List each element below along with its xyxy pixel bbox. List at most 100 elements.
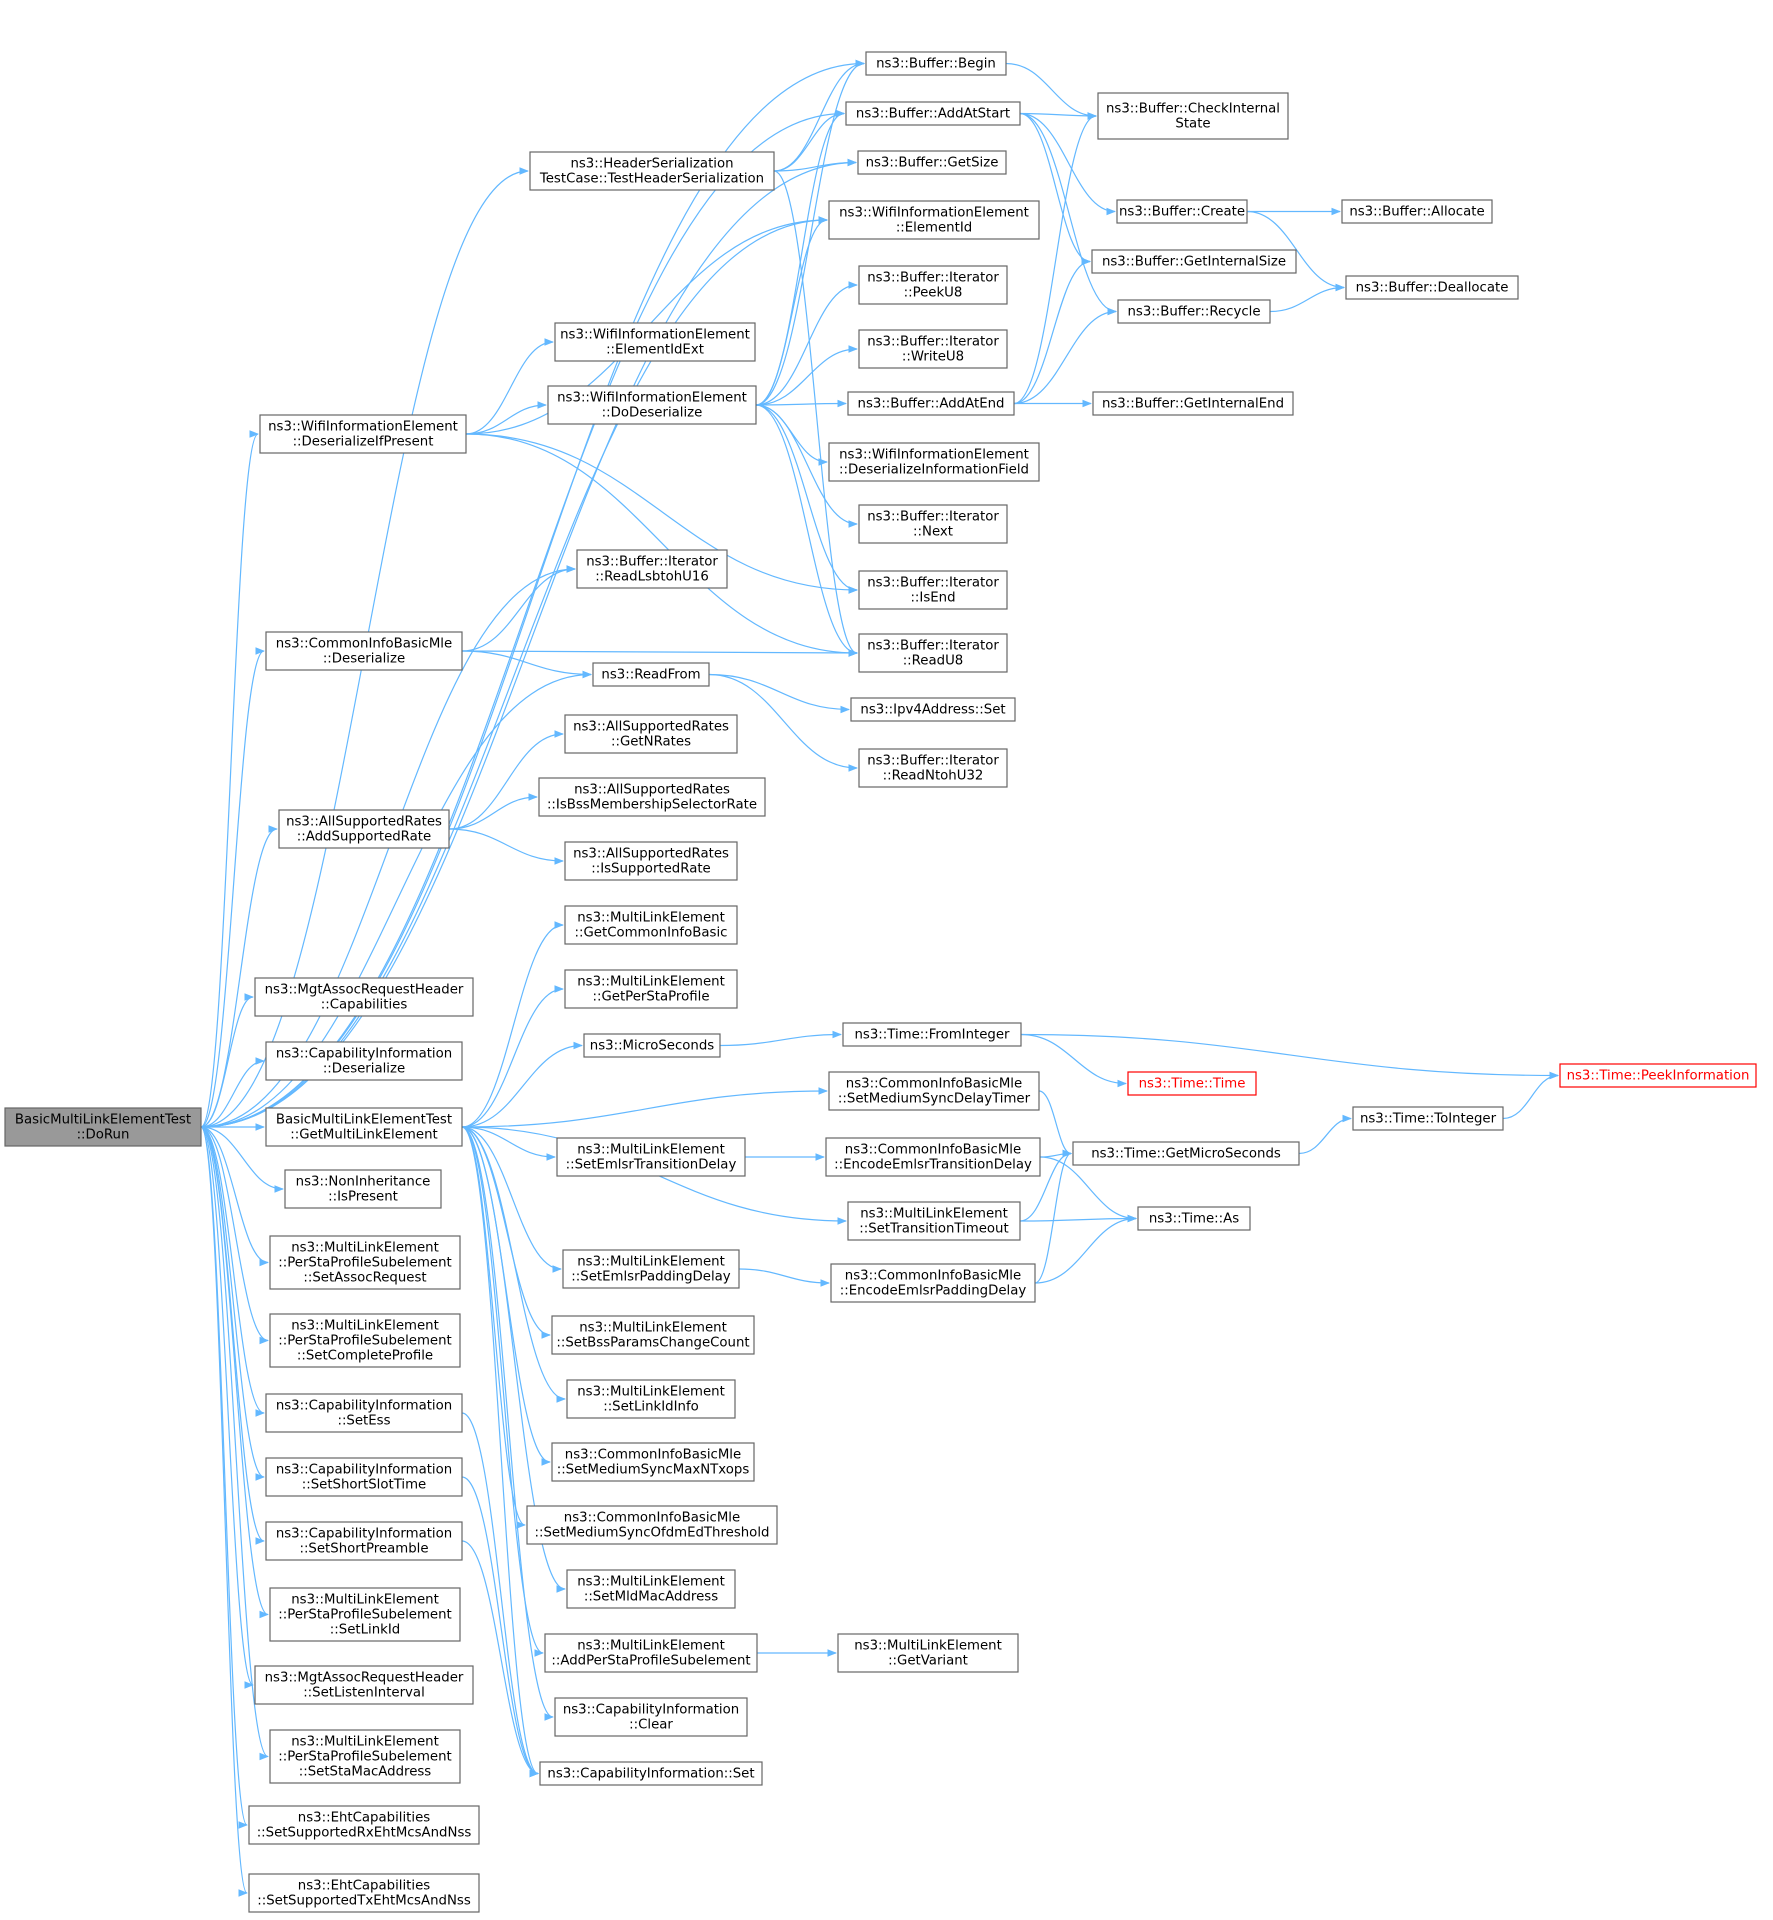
node-label: ::ElementIdExt xyxy=(606,343,704,358)
node-label: ::SetLinkId xyxy=(330,1623,400,1638)
node-setmsmax[interactable]: ns3::CommonInfoBasicMle::SetMediumSyncMa… xyxy=(551,1442,755,1482)
node-mgtcap[interactable]: ns3::MgtAssocRequestHeader::Capabilities xyxy=(254,977,474,1017)
node-setassocreq[interactable]: ns3::MultiLinkElement::PerStaProfileSube… xyxy=(269,1235,461,1290)
node-setlinkid[interactable]: ns3::MultiLinkElement::PerStaProfileSube… xyxy=(269,1587,461,1642)
node-noninh[interactable]: ns3::NonInheritance::IsPresent xyxy=(284,1169,442,1209)
node-capdeser[interactable]: ns3::CapabilityInformation::Deserialize xyxy=(265,1041,463,1081)
node-label: ::SetShortSlotTime xyxy=(302,1478,427,1493)
node-readu8[interactable]: ns3::Buffer::Iterator::ReadU8 xyxy=(858,633,1008,673)
node-getnrates[interactable]: ns3::AllSupportedRates::GetNRates xyxy=(564,714,738,754)
node-addpsp[interactable]: ns3::MultiLinkElement::AddPerStaProfileS… xyxy=(544,1633,758,1673)
node-deserifp[interactable]: ns3::WifiInformationElement::Deserialize… xyxy=(259,414,467,454)
node-label: ns3::CommonInfoBasicMle xyxy=(846,1077,1022,1092)
node-label: ns3::Time::As xyxy=(1149,1212,1239,1227)
node-box xyxy=(544,1633,758,1673)
node-readlsb[interactable]: ns3::Buffer::Iterator::ReadLsbtohU16 xyxy=(576,549,728,589)
node-label: ns3::Buffer::Recycle xyxy=(1127,305,1260,320)
edge-encetd-to-timeas xyxy=(1039,1156,1137,1223)
node-readfrom[interactable]: ns3::ReadFrom xyxy=(592,662,710,687)
node-addatend[interactable]: ns3::Buffer::AddAtEnd xyxy=(847,391,1015,416)
edge-getmle-to-capset xyxy=(461,1126,539,1778)
node-getcib[interactable]: ns3::MultiLinkElement::GetCommonInfoBasi… xyxy=(564,905,738,945)
node-getintend[interactable]: ns3::Buffer::GetInternalEnd xyxy=(1092,391,1294,416)
node-addatstart[interactable]: ns3::Buffer::AddAtStart xyxy=(845,101,1021,126)
node-box xyxy=(837,1633,1019,1673)
node-setbpcc[interactable]: ns3::MultiLinkElement::SetBssParamsChang… xyxy=(551,1315,755,1355)
node-getvariant[interactable]: ns3::MultiLinkElement::GetVariant xyxy=(837,1633,1019,1673)
node-label: ns3::CommonInfoBasicMle xyxy=(564,1511,740,1526)
edge-root-to-addatstart xyxy=(200,109,845,1128)
node-label: ns3::AllSupportedRates xyxy=(574,783,730,798)
node-readntoh[interactable]: ns3::Buffer::Iterator::ReadNtohU32 xyxy=(858,748,1008,788)
node-isbss[interactable]: ns3::AllSupportedRates::IsBssMembershipS… xyxy=(538,777,766,817)
node-addsuprate[interactable]: ns3::AllSupportedRates::AddSupportedRate xyxy=(278,809,450,849)
node-encetd[interactable]: ns3::CommonInfoBasicMle::EncodeEmlsrTran… xyxy=(825,1137,1041,1177)
node-cibdeser[interactable]: ns3::CommonInfoBasicMle::Deserialize xyxy=(265,631,463,671)
node-ipv4set[interactable]: ns3::Ipv4Address::Set xyxy=(850,697,1016,722)
node-hdrser[interactable]: ns3::HeaderSerializationTestCase::TestHe… xyxy=(529,151,775,191)
node-mgtsetli[interactable]: ns3::MgtAssocRequestHeader::SetListenInt… xyxy=(254,1665,474,1705)
node-capsetsst[interactable]: ns3::CapabilityInformation::SetShortSlot… xyxy=(265,1457,463,1497)
node-fromint[interactable]: ns3::Time::FromInteger xyxy=(842,1022,1022,1047)
node-peekinfo[interactable]: ns3::Time::PeekInformation xyxy=(1559,1063,1757,1088)
node-getintsize[interactable]: ns3::Buffer::GetInternalSize xyxy=(1091,249,1297,274)
node-setepd[interactable]: ns3::MultiLinkElement::SetEmlsrPaddingDe… xyxy=(562,1249,740,1289)
node-issup[interactable]: ns3::AllSupportedRates::IsSupportedRate xyxy=(564,841,738,881)
node-box xyxy=(858,265,1008,305)
node-next[interactable]: ns3::Buffer::Iterator::Next xyxy=(858,504,1008,544)
edge-recycle-to-dealloc xyxy=(1269,283,1345,313)
node-box xyxy=(850,697,1016,722)
node-setlinkidinfo[interactable]: ns3::MultiLinkElement::SetLinkIdInfo xyxy=(566,1379,736,1419)
node-dodeser[interactable]: ns3::WifiInformationElement::DoDeseriali… xyxy=(547,385,757,425)
node-setstamac[interactable]: ns3::MultiLinkElement::PerStaProfileSube… xyxy=(269,1729,461,1784)
node-toint[interactable]: ns3::Time::ToInteger xyxy=(1352,1106,1504,1131)
node-getsize[interactable]: ns3::Buffer::GetSize xyxy=(857,150,1007,175)
edge-settt-to-timeas xyxy=(1019,1214,1137,1223)
node-label: ::IsEnd xyxy=(910,591,955,606)
node-capclear[interactable]: ns3::CapabilityInformation::Clear xyxy=(554,1697,748,1737)
node-getpsp[interactable]: ns3::MultiLinkElement::GetPerStaProfile xyxy=(564,969,738,1009)
node-dealloc[interactable]: ns3::Buffer::Deallocate xyxy=(1345,275,1519,300)
node-allocate[interactable]: ns3::Buffer::Allocate xyxy=(1341,199,1493,224)
node-box xyxy=(858,504,1008,544)
edge-dodeser-to-addatend xyxy=(755,399,847,408)
node-getmle[interactable]: BasicMultiLinkElementTest::GetMultiLinkE… xyxy=(265,1107,463,1147)
node-setmsdt[interactable]: ns3::CommonInfoBasicMle::SetMediumSyncDe… xyxy=(828,1071,1040,1111)
node-begin[interactable]: ns3::Buffer::Begin xyxy=(865,51,1007,76)
node-box xyxy=(592,662,710,687)
node-create[interactable]: ns3::Buffer::Create xyxy=(1116,199,1248,224)
node-timetime[interactable]: ns3::Time::Time xyxy=(1127,1071,1257,1096)
node-writeu8[interactable]: ns3::Buffer::Iterator::WriteU8 xyxy=(858,329,1008,369)
edge-getmle-to-setmsofdm xyxy=(461,1126,526,1529)
node-setmsofdm[interactable]: ns3::CommonInfoBasicMle::SetMediumSyncOf… xyxy=(526,1505,778,1545)
node-recycle[interactable]: ns3::Buffer::Recycle xyxy=(1117,299,1271,324)
node-label: ::IsPresent xyxy=(328,1190,398,1205)
node-root[interactable]: BasicMultiLinkElementTest::DoRun xyxy=(4,1107,202,1147)
node-encepd[interactable]: ns3::CommonInfoBasicMle::EncodeEmlsrPadd… xyxy=(830,1263,1036,1303)
node-box xyxy=(4,1107,202,1147)
node-capsetess[interactable]: ns3::CapabilityInformation::SetEss xyxy=(265,1393,463,1433)
node-peeku8[interactable]: ns3::Buffer::Iterator::PeekU8 xyxy=(858,265,1008,305)
node-setetd[interactable]: ns3::MultiLinkElement::SetEmlsrTransitio… xyxy=(556,1137,746,1177)
node-timeas[interactable]: ns3::Time::As xyxy=(1137,1206,1251,1231)
edge-getmle-to-setepd xyxy=(461,1126,562,1273)
node-isend[interactable]: ns3::Buffer::Iterator::IsEnd xyxy=(858,570,1008,610)
node-settt[interactable]: ns3::MultiLinkElement::SetTransitionTime… xyxy=(847,1201,1021,1241)
node-ehttx[interactable]: ns3::EhtCapabilities::SetSupportedTxEhtM… xyxy=(248,1873,480,1913)
node-getmicro[interactable]: ns3::Time::GetMicroSeconds xyxy=(1072,1141,1300,1166)
node-elemidext[interactable]: ns3::WifiInformationElement::ElementIdEx… xyxy=(554,322,756,362)
edge-getmle-to-setetd xyxy=(461,1126,556,1161)
node-capset[interactable]: ns3::CapabilityInformation::Set xyxy=(539,1761,763,1786)
node-microsec[interactable]: ns3::MicroSeconds xyxy=(583,1033,721,1058)
node-ehtrx[interactable]: ns3::EhtCapabilities::SetSupportedRxEhtM… xyxy=(248,1805,480,1845)
node-capsetsp[interactable]: ns3::CapabilityInformation::SetShortPrea… xyxy=(265,1521,463,1561)
node-label: ::IsBssMembershipSelectorRate xyxy=(547,798,757,813)
node-setcompl[interactable]: ns3::MultiLinkElement::PerStaProfileSube… xyxy=(269,1313,461,1368)
node-setmldmac[interactable]: ns3::MultiLinkElement::SetMldMacAddress xyxy=(566,1569,736,1609)
node-deserinf[interactable]: ns3::WifiInformationElement::Deserialize… xyxy=(828,442,1040,482)
node-label: ns3::Buffer::Deallocate xyxy=(1356,281,1509,296)
node-elemid[interactable]: ns3::WifiInformationElement::ElementId xyxy=(828,200,1040,240)
node-label: ns3::Buffer::AddAtStart xyxy=(856,107,1010,122)
node-box xyxy=(265,631,463,671)
